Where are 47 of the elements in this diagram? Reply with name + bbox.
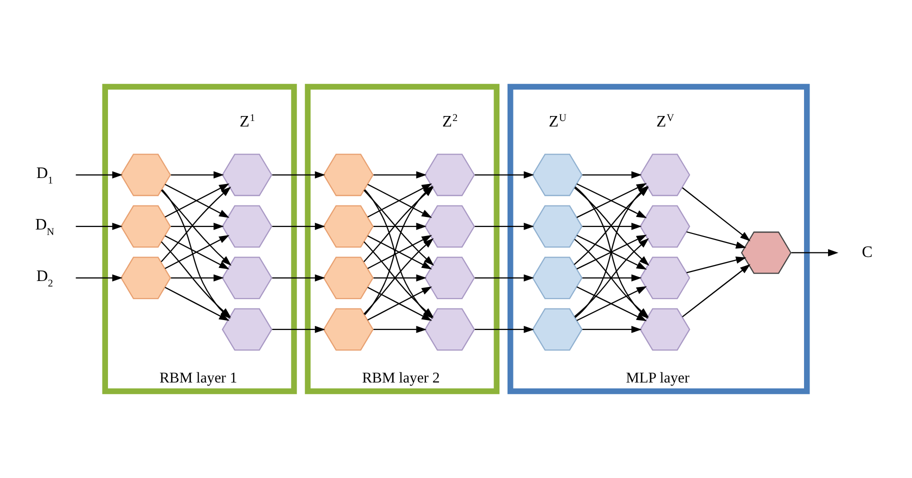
arrow [686,256,746,274]
arrow [582,222,642,230]
node-text: D$_{2}$ [36,268,54,290]
node-hexagon [120,205,172,248]
arrow [170,171,224,178]
arrow [582,326,642,334]
arrow [474,222,534,230]
node-hexagon [532,205,583,248]
arrow [272,171,326,178]
arrow [272,222,326,230]
node-hexagon [532,256,583,300]
arrow [582,171,642,178]
arrow [474,171,534,178]
arrow [374,274,427,282]
arrow [682,264,750,318]
arrow [170,274,224,282]
label: Z$^{V}$ [656,112,674,130]
node-hexagon [532,308,583,351]
node-text: C [862,244,873,261]
node-hexagon [323,308,374,351]
arrow [170,222,224,230]
node-hexagon [323,154,374,196]
arrow [582,274,642,282]
label: Z$^{1}$ [240,112,256,130]
node-hexagon [222,205,272,248]
node-hexagon [532,154,583,196]
arrow [374,326,427,334]
node-text: D$_{N}$ [35,216,54,238]
arrow [474,326,534,334]
arrow [272,326,326,334]
node-text: D$_{1}$ [36,164,54,186]
arrow [791,249,838,256]
arrow [374,222,427,230]
arrow [76,171,123,178]
node-hexagon [120,154,172,196]
arrow [374,171,427,178]
arrow [272,274,326,282]
node-hexagon [323,205,374,248]
arrow [474,274,534,282]
arrow [76,222,123,230]
arrow [76,274,123,282]
node-hexagon [120,256,172,300]
node-hexagon [323,256,374,300]
label: Z$^{U}$ [548,112,566,130]
arrow [682,187,750,242]
arrow [686,231,746,249]
label: Z$^{2}$ [442,112,458,130]
